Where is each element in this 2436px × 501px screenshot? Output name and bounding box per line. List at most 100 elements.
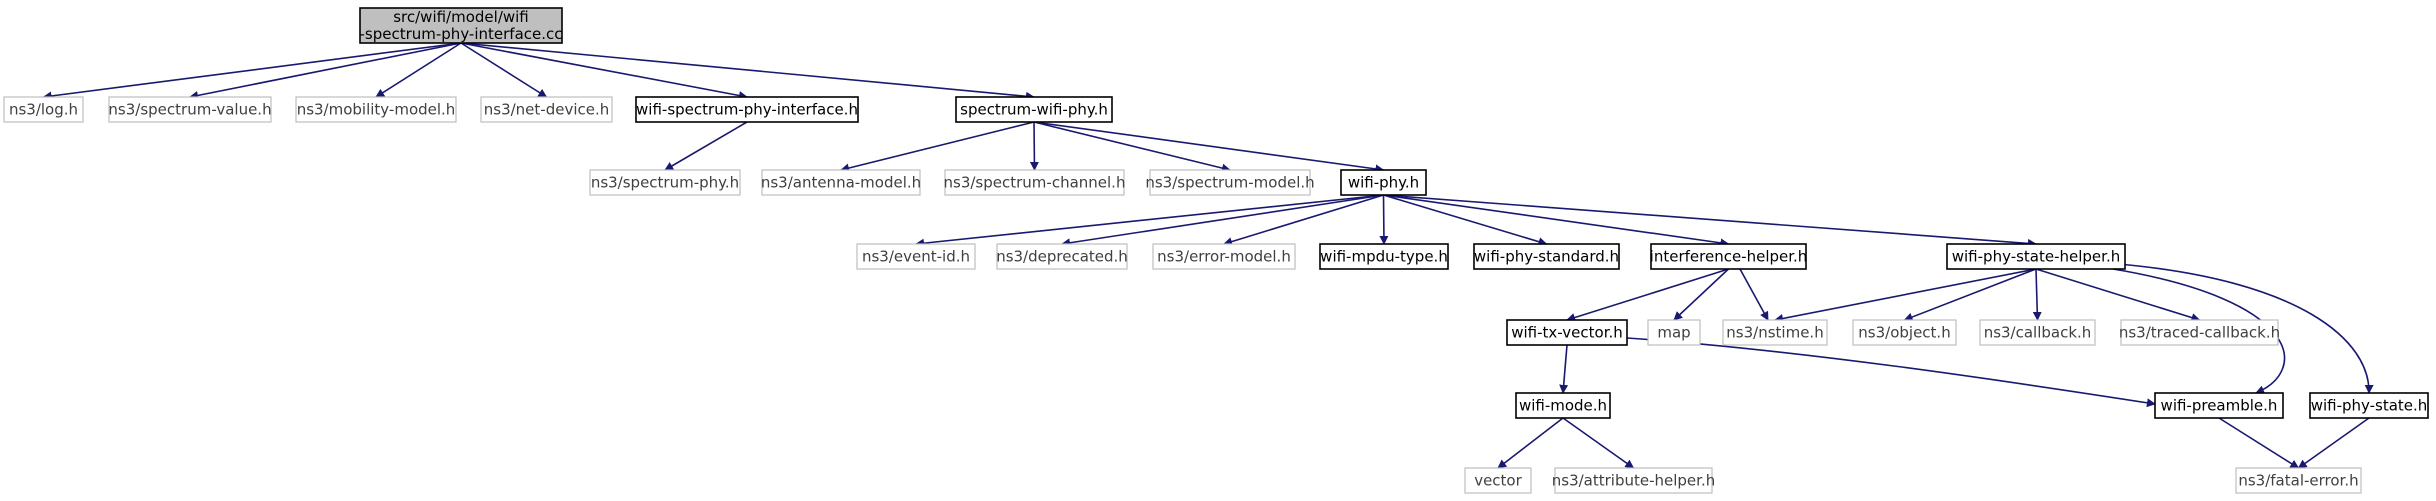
node-ns3-nstime-h: ns3/nstime.h	[1722, 319, 1828, 346]
node-label: ns3/event-id.h	[862, 248, 970, 266]
node-label: wifi-mode.h	[1519, 397, 1607, 415]
edge-wifiphy-to-interf	[1383, 194, 1730, 248]
node-label: wifi-phy-standard.h	[1474, 248, 1619, 266]
node-wifi-phy-state-helper-h[interactable]: wifi-phy-state-helper.h	[1946, 243, 2126, 270]
node-box	[1464, 467, 1532, 494]
node-ns3-traced-callback-h: ns3/traced-callback.h	[2119, 319, 2280, 346]
node-box	[944, 169, 1125, 196]
node-box	[589, 169, 741, 196]
node-label: ns3/fatal-error.h	[2238, 472, 2358, 490]
node-label: wifi-preamble.h	[2161, 397, 2278, 415]
node-label: map	[1657, 324, 1690, 342]
node-label: ns3/callback.h	[1984, 324, 2092, 342]
node-ns3-error-model-h: ns3/error-model.h	[1152, 243, 1296, 270]
node-label: spectrum-wifi-phy.h	[960, 101, 1108, 119]
edge-psh-to-callback	[2032, 268, 2042, 321]
node-label: wifi-spectrum-phy-interface.h	[636, 101, 858, 119]
node-label: wifi-mpdu-type.h	[1320, 248, 1448, 266]
node-label: vector	[1474, 472, 1522, 490]
node-ns3-spectrum-value-h: ns3/spectrum-value.h	[108, 96, 272, 123]
node-wifi-mpdu-type-h[interactable]: wifi-mpdu-type.h	[1319, 243, 1449, 270]
edge-psh-to-object	[1903, 268, 2037, 322]
node-wifi-phy-state-h[interactable]: wifi-phy-state.h	[2309, 392, 2429, 419]
edge-wifiphy-to-eventid	[915, 194, 1384, 248]
nodes-layer: src/wifi/model/wifi-spectrum-phy-interfa…	[3, 7, 2429, 494]
edge-root-to-specval	[189, 42, 462, 100]
edge-interf-to-txvec	[1566, 268, 1729, 322]
node-ns3-net-device-h: ns3/net-device.h	[480, 96, 613, 123]
edge-root-to-mobility	[375, 42, 462, 98]
node-ns3-fatal-error-h: ns3/fatal-error.h	[2235, 467, 2362, 494]
edge-wifiphy-to-mpdu	[1379, 194, 1389, 245]
node-box	[1852, 319, 1957, 346]
node-label: ns3/mobility-model.h	[297, 101, 456, 119]
node-box	[1979, 319, 2096, 346]
node-wifi-phy-h[interactable]: wifi-phy.h	[1340, 169, 1427, 196]
edge-mode-to-vector	[1497, 417, 1564, 469]
node-label: ns3/deprecated.h	[996, 248, 1128, 266]
edge-root-to-swp	[460, 42, 1035, 101]
node-box	[359, 7, 563, 44]
node-label: wifi-tx-vector.h	[1511, 324, 1623, 342]
node-ns3-log-h: ns3/log.h	[3, 96, 84, 123]
node-label: ns3/spectrum-value.h	[108, 101, 271, 119]
node-box	[1319, 243, 1449, 270]
node-label: ns3/log.h	[9, 101, 78, 119]
node-label: wifi-phy.h	[1348, 174, 1419, 192]
edge-swp-to-specchan	[1029, 121, 1039, 171]
node-ns3-spectrum-channel-h: ns3/spectrum-channel.h	[944, 169, 1126, 196]
node-spectrum-wifi-phy-h[interactable]: spectrum-wifi-phy.h	[955, 96, 1113, 123]
edge-interf-to-nstime	[1739, 268, 1769, 321]
node-wifi-tx-vector-h[interactable]: wifi-tx-vector.h	[1506, 319, 1628, 346]
node-ns3-attribute-helper-h: ns3/attribute-helper.h	[1552, 467, 1715, 494]
node-box	[1340, 169, 1427, 196]
node-wifi-preamble-h[interactable]: wifi-preamble.h	[2154, 392, 2284, 419]
node-label: ns3/traced-callback.h	[2119, 324, 2280, 342]
node-box	[996, 243, 1128, 270]
node-box	[3, 96, 84, 123]
node-box	[295, 96, 457, 123]
node-box	[1647, 319, 1701, 346]
node-box	[108, 96, 272, 123]
node-ns3-spectrum-phy-h: ns3/spectrum-phy.h	[589, 169, 741, 196]
node-src-wifi-model-wifi-spectrum-phy-interface-cc[interactable]: src/wifi/model/wifi-spectrum-phy-interfa…	[359, 7, 563, 44]
edge-root-to-log	[42, 42, 462, 101]
node-label: ns3/nstime.h	[1726, 324, 1823, 342]
node-box	[1506, 319, 1628, 346]
node-label: -spectrum-phy-interface.cc	[359, 25, 562, 43]
edge-psh-to-nstime	[1774, 268, 2037, 323]
node-label: ns3/net-device.h	[484, 101, 610, 119]
node-interference-helper-h[interactable]: interference-helper.h	[1650, 243, 1808, 270]
node-box	[856, 243, 976, 270]
node-box	[955, 96, 1113, 123]
edge-interf-to-map	[1673, 268, 1730, 321]
edge-txvec-to-preamble	[1626, 337, 2156, 408]
edge-wifiphy-to-phystd	[1383, 194, 1548, 246]
node-label: wifi-phy-state.h	[2311, 397, 2428, 415]
node-label: ns3/attribute-helper.h	[1552, 472, 1715, 490]
node-label: ns3/error-model.h	[1157, 248, 1291, 266]
edge-mode-to-attr	[1562, 417, 1635, 469]
node-wifi-mode-h[interactable]: wifi-mode.h	[1515, 392, 1611, 419]
node-ns3-antenna-model-h: ns3/antenna-model.h	[761, 169, 921, 196]
edge-pstate-to-fatal	[2297, 417, 2370, 469]
node-wifi-phy-standard-h[interactable]: wifi-phy-standard.h	[1473, 243, 1620, 270]
node-label: ns3/spectrum-channel.h	[944, 174, 1126, 192]
edge-wifiphy-to-errmodel	[1223, 194, 1384, 246]
node-ns3-event-id-h: ns3/event-id.h	[856, 243, 976, 270]
edge-swp-to-wifiphy	[1033, 121, 1385, 174]
node-label: src/wifi/model/wifi	[393, 8, 529, 26]
edge-txvec-to-mode	[1559, 344, 1569, 394]
node-box	[2309, 392, 2429, 419]
node-label: wifi-phy-state-helper.h	[1952, 248, 2120, 266]
edge-psh-to-tcallback	[2035, 268, 2201, 322]
edge-preamble-to-fatal	[2218, 417, 2300, 469]
node-wifi-spectrum-phy-interface-h[interactable]: wifi-spectrum-phy-interface.h	[635, 96, 859, 123]
node-box	[1946, 243, 2126, 270]
node-box	[1473, 243, 1620, 270]
node-ns3-deprecated-h: ns3/deprecated.h	[996, 243, 1128, 270]
node-map: map	[1647, 319, 1701, 346]
node-box	[2235, 467, 2362, 494]
node-label: interference-helper.h	[1650, 248, 1808, 266]
node-box	[1515, 392, 1611, 419]
